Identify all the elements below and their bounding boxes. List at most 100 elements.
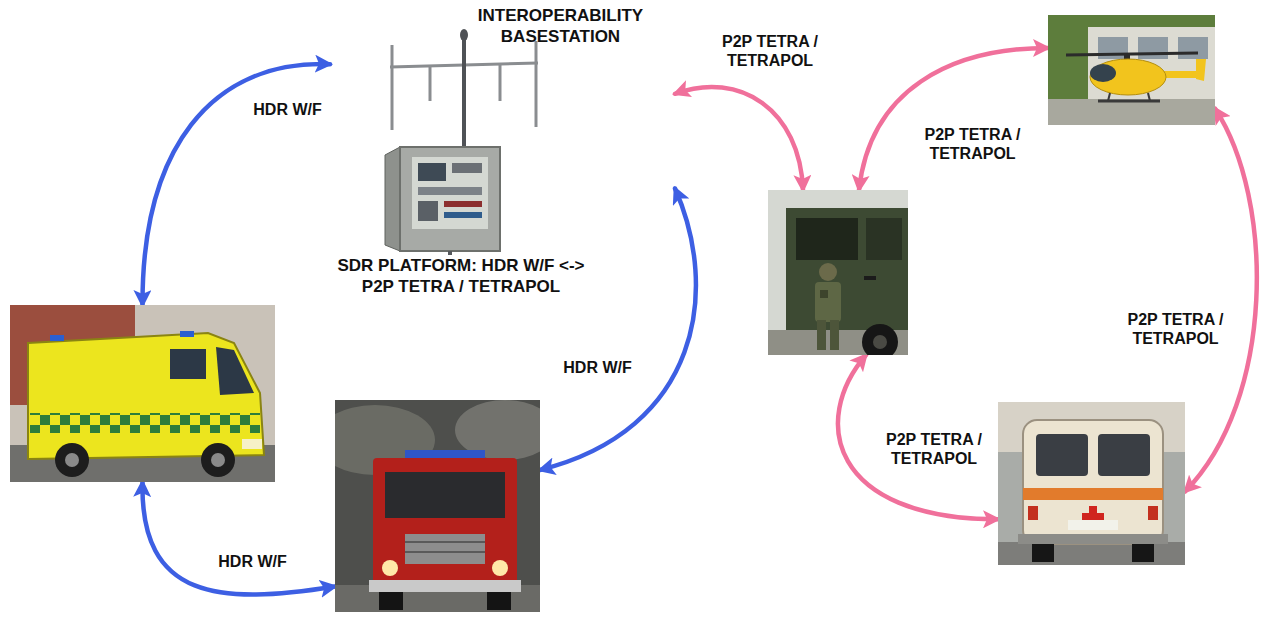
picture-part — [429, 65, 432, 101]
old-ambulance-picture — [998, 402, 1185, 565]
picture-part — [830, 320, 839, 350]
picture-part — [385, 472, 505, 518]
picture-part — [1023, 488, 1163, 500]
picture-part — [211, 453, 225, 467]
tetra-link-arrow — [838, 355, 998, 519]
picture-part — [400, 147, 500, 251]
link-label: P2P TETRA / TETRAPOL — [872, 430, 996, 468]
picture-part — [866, 218, 902, 260]
picture-part — [873, 335, 887, 349]
picture-part — [1048, 15, 1215, 125]
picture-part — [373, 458, 517, 584]
picture-part — [492, 560, 508, 576]
picture-part — [444, 201, 482, 207]
picture-part — [820, 290, 828, 298]
picture-part — [405, 534, 485, 564]
picture-part — [385, 147, 400, 251]
picture-part — [379, 592, 403, 610]
hdr-link-arrow — [142, 482, 335, 595]
link-label: P2P TETRA / TETRAPOL — [700, 32, 840, 70]
fire-engine-node — [335, 400, 540, 612]
picture-part — [786, 208, 908, 330]
picture-part — [180, 331, 194, 337]
picture-part — [30, 413, 260, 433]
military-truck-node — [768, 190, 908, 355]
picture-part — [1148, 506, 1158, 520]
link-label: HDR W/F — [550, 358, 645, 377]
picture-part — [1023, 420, 1163, 544]
picture-part — [796, 218, 858, 260]
picture-part — [998, 402, 1185, 565]
picture-part — [1036, 434, 1088, 476]
picture-part — [535, 41, 538, 127]
picture-part — [819, 263, 837, 281]
picture-part — [460, 29, 468, 41]
picture-part — [216, 347, 254, 395]
picture-part — [405, 541, 485, 543]
fire-engine-picture — [335, 400, 540, 612]
picture-part — [817, 320, 826, 350]
picture-part — [418, 187, 482, 195]
picture-part — [1032, 544, 1054, 562]
picture-part — [444, 212, 482, 218]
picture-part — [55, 443, 89, 477]
link-label: HDR W/F — [240, 100, 335, 119]
tetra-link-arrow — [859, 48, 1048, 190]
link-label: P2P TETRA / TETRAPOL — [1108, 310, 1243, 348]
picture-part — [382, 560, 398, 576]
tetra-link-arrow — [1185, 109, 1257, 492]
picture-part — [1068, 520, 1118, 530]
picture-part — [1090, 59, 1166, 95]
picture-part — [448, 251, 452, 255]
picture-part — [418, 201, 438, 221]
picture-part — [452, 163, 482, 173]
picture-part — [412, 157, 488, 229]
picture-part — [1088, 27, 1215, 99]
picture-part — [405, 551, 485, 553]
hdr-link-arrow — [540, 189, 696, 470]
picture-part — [499, 64, 502, 101]
picture-part — [462, 33, 466, 153]
link-label: P2P TETRA / TETRAPOL — [905, 125, 1040, 163]
helicopter-node — [1048, 15, 1215, 125]
ambulance-picture — [10, 305, 275, 482]
basestation-node: INTEROPERABILITY BASESTATION SDR PLATFORM… — [330, 5, 675, 301]
picture-part — [998, 542, 1185, 565]
picture-part — [1048, 99, 1215, 125]
picture-part — [487, 592, 511, 610]
old-ambulance-node — [998, 402, 1185, 565]
picture-part — [1018, 534, 1168, 544]
node-caption: SDR PLATFORM: HDR W/F <-> P2P TETRA / TE… — [330, 255, 592, 297]
picture-part — [50, 335, 64, 341]
picture-part — [862, 324, 898, 355]
helicopter-picture — [1048, 15, 1215, 125]
tetra-link-arrow — [675, 87, 803, 190]
picture-part — [1066, 53, 1198, 55]
picture-part — [1082, 513, 1104, 521]
picture-part — [10, 305, 275, 482]
military-truck-picture — [768, 190, 908, 355]
picture-part — [170, 349, 206, 379]
picture-part — [1148, 93, 1150, 101]
picture-part — [201, 443, 235, 477]
picture-part — [1108, 93, 1110, 101]
picture-part — [1178, 37, 1208, 59]
picture-part — [1138, 37, 1168, 59]
picture-part — [1090, 64, 1116, 82]
picture-part — [369, 580, 521, 592]
picture-part — [391, 45, 394, 130]
ambulance-node — [10, 305, 275, 482]
link-label: HDR W/F — [205, 552, 300, 571]
picture-part — [1028, 506, 1038, 520]
picture-part — [28, 333, 264, 459]
picture-part — [1098, 434, 1150, 476]
picture-part — [418, 163, 446, 181]
picture-part — [864, 276, 876, 280]
picture-part — [242, 439, 262, 449]
node-heading: INTEROPERABILITY BASESTATION — [448, 5, 673, 47]
picture-part — [1132, 544, 1154, 562]
picture-part — [65, 453, 79, 467]
picture-part — [815, 282, 841, 322]
picture-part — [1196, 59, 1206, 81]
